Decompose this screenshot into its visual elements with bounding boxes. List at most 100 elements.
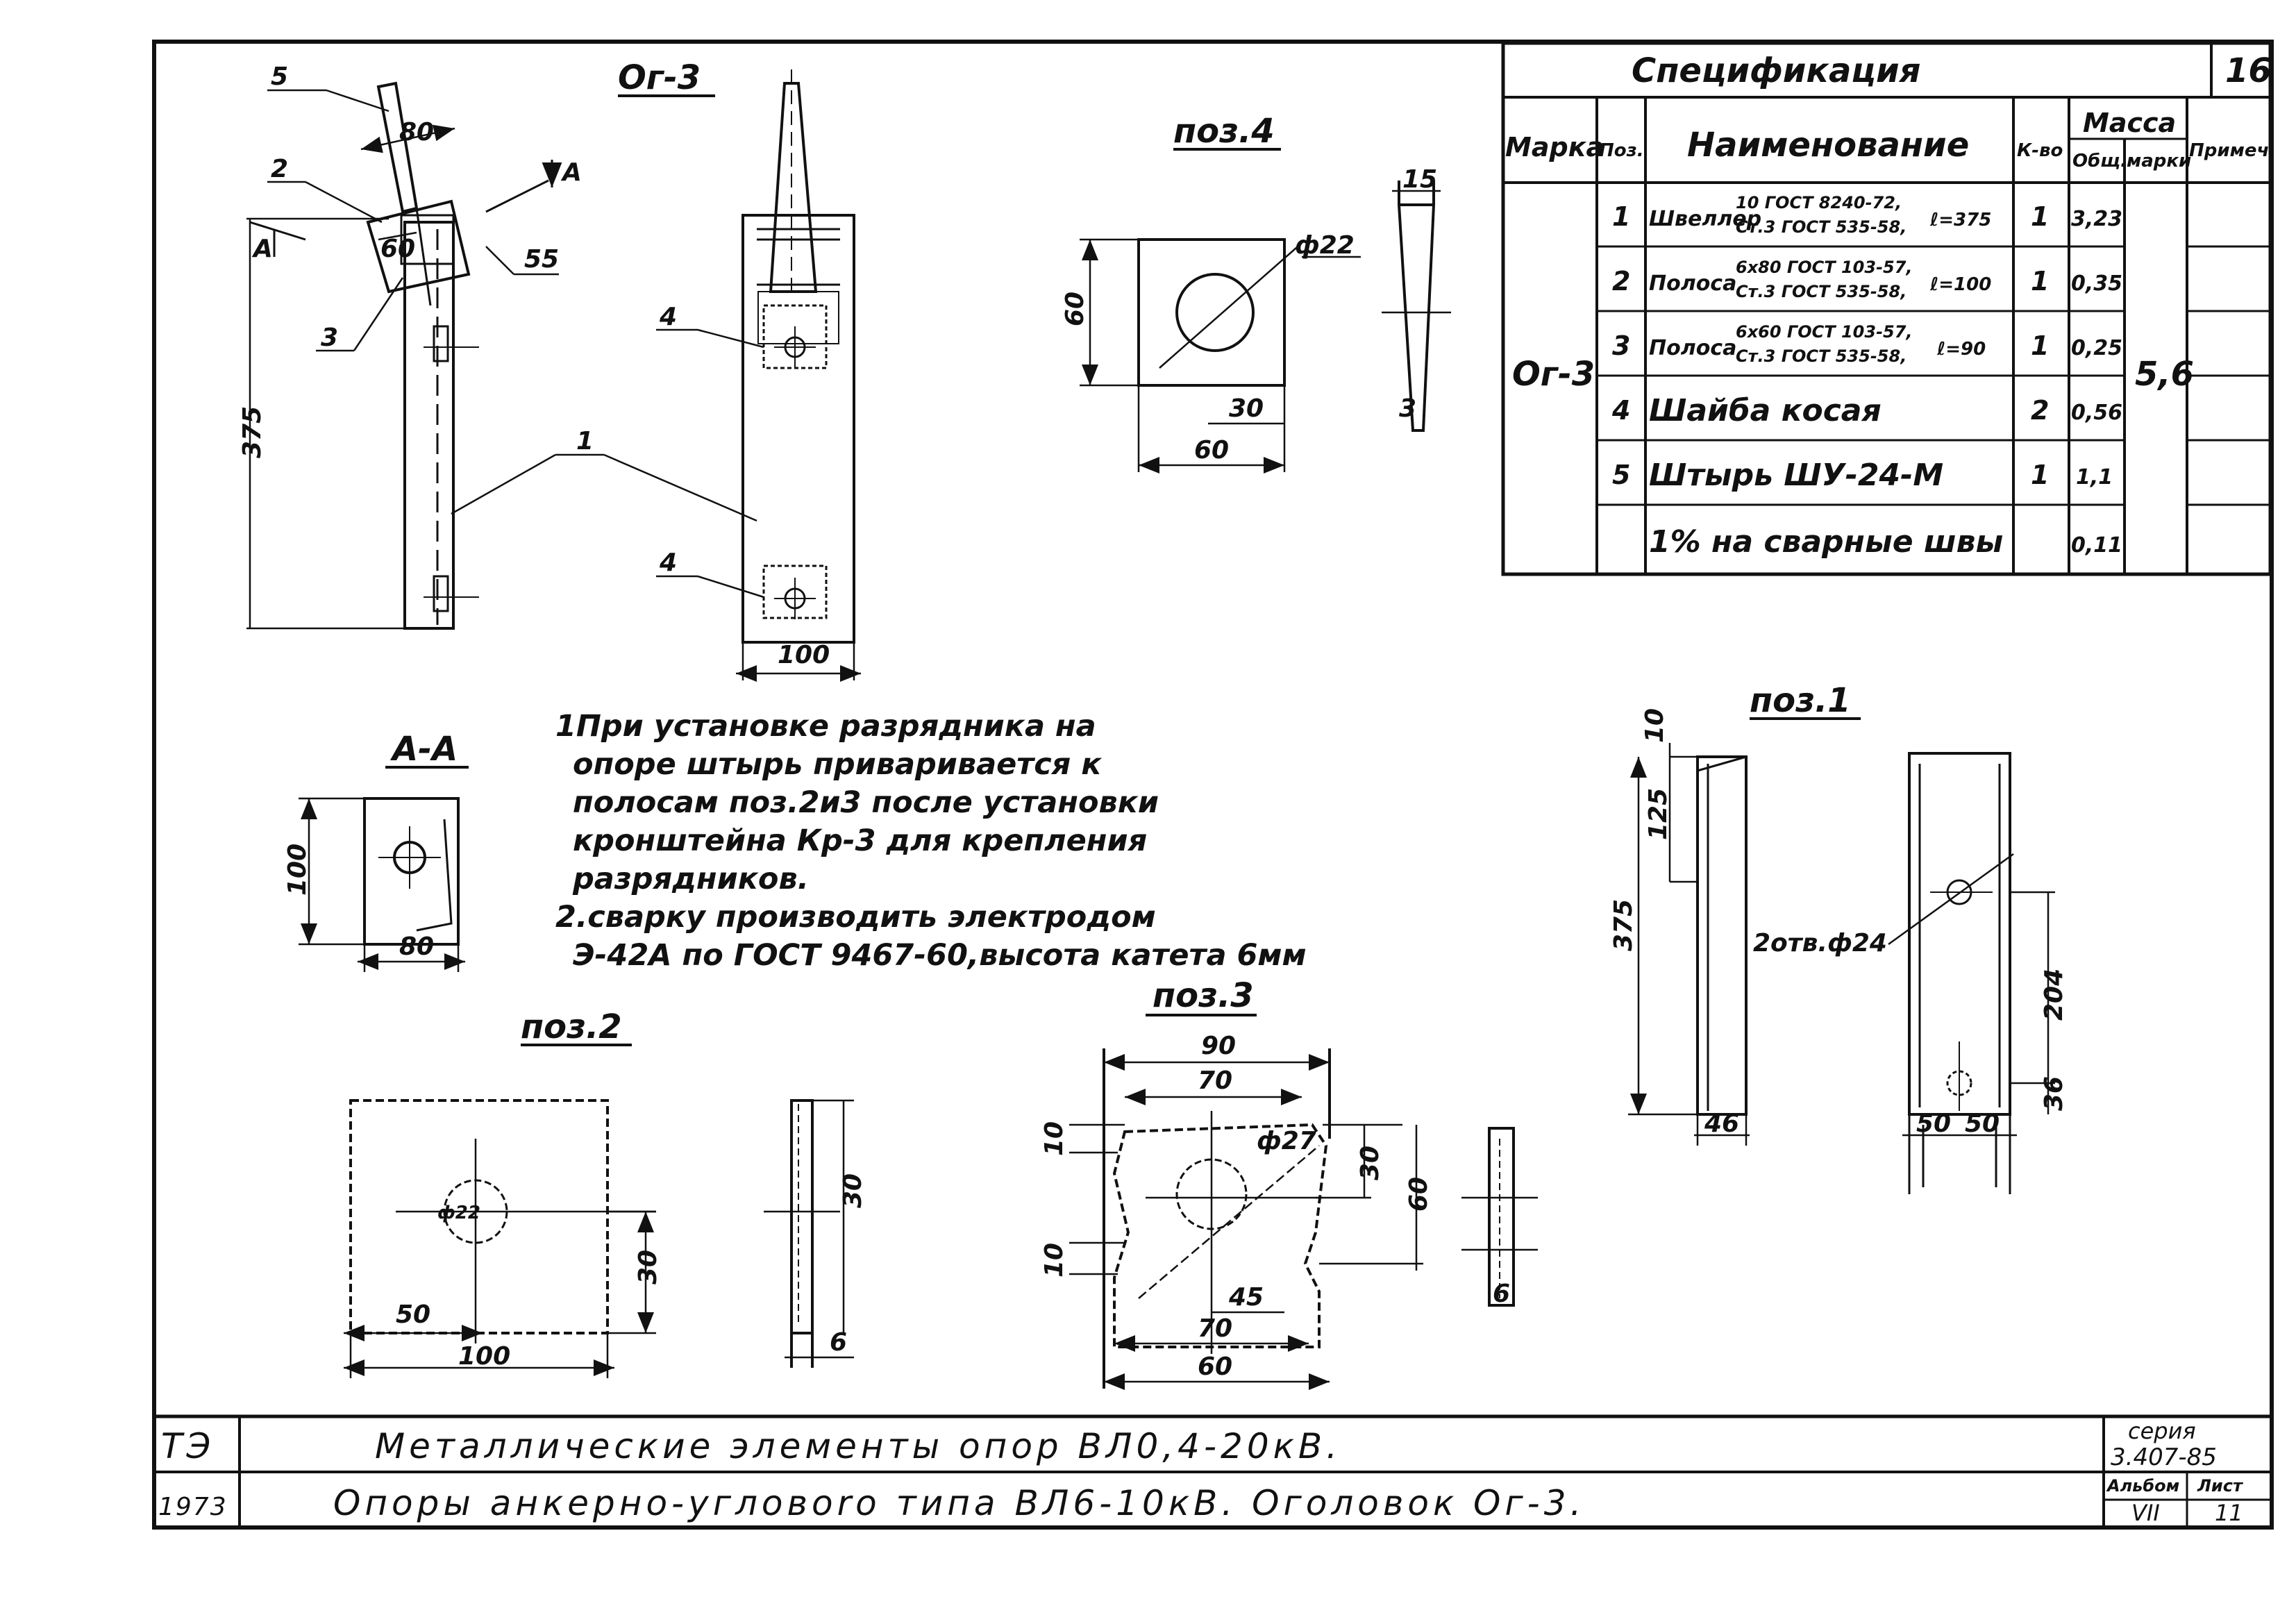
main-side-view xyxy=(249,81,562,630)
spec-table xyxy=(1501,41,2272,576)
dim-pos4-60-horizontal: 60 xyxy=(1194,436,1229,464)
dim-pos1-125: 125 xyxy=(1644,788,1673,840)
spec-title: Спецификация xyxy=(1632,51,1920,90)
spec-header-mass: Масса xyxy=(2083,108,2176,138)
dim-pos4-60-vertical: 60 xyxy=(1061,292,1089,326)
spec-header-qty: К-во xyxy=(2017,140,2063,161)
dim-pos1-204: 204 xyxy=(2040,969,2068,1021)
dim-pos2-6: 6 xyxy=(830,1328,847,1357)
pos4-title: поз.4 xyxy=(1173,112,1275,151)
note-line: 1При установке разрядника на xyxy=(555,709,1096,744)
spec-row-spec-bottom: Ст.3 ГОСТ 535-58, xyxy=(1736,217,1907,237)
dim-pos4-phi22: ф22 xyxy=(1295,231,1355,260)
pos2-view xyxy=(344,1099,854,1378)
dim-pos1-hole: 2отв.ф24 xyxy=(1753,929,1887,957)
pos1-title: поз.1 xyxy=(1750,681,1851,720)
dim-main-375: 375 xyxy=(238,406,267,458)
dim-pos3-70-top: 70 xyxy=(1198,1066,1232,1095)
dim-pos1-46: 46 xyxy=(1704,1110,1739,1138)
spec-row: 3 Полоса 6х60 ГОСТ 103-57, Ст.3 ГОСТ 535… xyxy=(1612,322,2122,366)
cut-letter-left: А xyxy=(251,235,273,263)
stamp-series-label: серия xyxy=(2128,1418,2196,1444)
pos2-labels: поз.2 ф22 30 50 100 30 6 xyxy=(396,1007,867,1371)
note-line: опоре штырь приваривается к xyxy=(573,747,1103,782)
dim-pos2-30-side: 30 xyxy=(839,1173,867,1208)
spec-row-spec-bottom: Ст.3 ГОСТ 535-58, xyxy=(1736,346,1907,366)
callout-4-bottom: 4 xyxy=(659,549,677,577)
spec-row-qty: 1 xyxy=(2031,201,2049,232)
spec-row-poz: 2 xyxy=(1612,266,1630,296)
dim-pos1-36: 36 xyxy=(2040,1076,2068,1111)
spec-sheet-number: 16 xyxy=(2225,51,2272,90)
spec-row-name: Шайба косая xyxy=(1649,393,1882,428)
dim-pos2-50: 50 xyxy=(396,1300,430,1329)
stamp-sheet-value: 11 xyxy=(2215,1500,2243,1526)
spec-row-name: Полоса xyxy=(1649,336,1736,360)
dim-main-60: 60 xyxy=(380,235,415,263)
pos3-labels: поз.3 90 70 10 ф27 30 60 10 45 70 60 6 xyxy=(1040,976,1510,1381)
dim-pos2-30-vertical: 30 xyxy=(634,1250,662,1284)
dim-pos1-50-left: 50 xyxy=(1916,1110,1951,1138)
dim-pos3-60-horizontal: 60 xyxy=(1198,1353,1232,1381)
spec-header-poz: Поз. xyxy=(1599,140,1644,161)
spec-row-poz: 1 xyxy=(1612,201,1630,232)
dim-main-55: 55 xyxy=(524,245,559,274)
spec-row-name: Штырь ШУ-24-М xyxy=(1649,458,1943,493)
dim-pos4-15: 15 xyxy=(1402,165,1437,194)
section-aa-view xyxy=(299,797,465,972)
spec-row-mass: 1,1 xyxy=(2076,465,2113,489)
spec-table-text: Спецификация 16 Марка Поз. Наименование … xyxy=(1505,51,2276,560)
spec-header-note: Примеч. xyxy=(2189,140,2276,161)
dim-pos3-70-bottom: 70 xyxy=(1198,1314,1232,1343)
cut-letter-right: А xyxy=(560,158,582,187)
spec-row-name: 1% на сварные швы xyxy=(1649,524,2003,560)
note-line: кронштейна Кр-3 для крепления xyxy=(573,823,1147,858)
dim-pos2-phi22: ф22 xyxy=(437,1203,480,1223)
callout-3: 3 xyxy=(321,324,338,352)
section-aa-labels: А-А 100 80 xyxy=(283,730,469,961)
spec-header-marka: Марка xyxy=(1505,132,1604,162)
dim-pos3-phi27: ф27 xyxy=(1257,1127,1316,1155)
dim-pos1-375: 375 xyxy=(1609,899,1638,951)
stamp-org: ТЭ xyxy=(161,1426,215,1466)
spec-row: 5 Штырь ШУ-24-М 1 1,1 xyxy=(1612,458,2113,493)
spec-header-name: Наименование xyxy=(1687,126,1969,165)
spec-marka-value: Ог-3 xyxy=(1512,355,1595,394)
dim-main-80: 80 xyxy=(399,118,434,147)
stamp-album-label: Альбом xyxy=(2106,1476,2179,1496)
pos3-view xyxy=(1069,1048,1538,1390)
main-front-labels: 100 4 4 xyxy=(659,303,830,669)
pos1-front-view xyxy=(1888,752,2055,1194)
section-aa-title: А-А xyxy=(389,730,458,769)
main-view-title: Ог-3 xyxy=(618,58,701,97)
spec-row: 2 Полоса 6х80 ГОСТ 103-57, Ст.3 ГОСТ 535… xyxy=(1612,258,2122,301)
dim-pos3-45: 45 xyxy=(1228,1283,1264,1312)
stamp-line1: Металлические элементы опор ВЛ0,4-20кВ. xyxy=(375,1426,1341,1466)
spec-row-qty: 1 xyxy=(2031,266,2049,296)
dim-pos3-10-bottom: 10 xyxy=(1040,1243,1069,1278)
callout-4-top: 4 xyxy=(659,303,677,331)
spec-row-poz: 3 xyxy=(1612,330,1630,361)
stamp-series-value: 3.407-85 xyxy=(2111,1443,2217,1471)
pos1-labels: поз.1 10 125 375 2отв.ф24 204 36 46 50 5… xyxy=(1609,681,2068,1138)
spec-row-mass: 0,56 xyxy=(2071,401,2122,425)
stamp-year: 1973 xyxy=(158,1493,228,1521)
dim-pos1-50-right: 50 xyxy=(1965,1110,2000,1138)
stamp-line2: Опоры анкерно-угловоrо типа ВЛ6-10кВ. Ог… xyxy=(333,1483,1585,1523)
pos1-side-view xyxy=(1628,743,1750,1146)
dim-pos2-100: 100 xyxy=(458,1342,510,1371)
spec-row-length: ℓ=100 xyxy=(1929,274,1991,295)
note-line: Э-42А по ГОСТ 9467-60,высота катета 6мм xyxy=(573,938,1307,973)
notes-block: 1При установке разрядника на опоре штырь… xyxy=(555,709,1307,973)
dim-pos3-6: 6 xyxy=(1493,1280,1510,1308)
spec-row-qty: 2 xyxy=(2031,395,2049,426)
spec-row-qty: 1 xyxy=(2031,330,2049,361)
dim-pos3-90: 90 xyxy=(1201,1032,1236,1060)
dim-aa-80: 80 xyxy=(399,932,434,961)
stamp-sheet-label: Лист xyxy=(2197,1476,2244,1496)
dim-pos3-10-top: 10 xyxy=(1040,1121,1069,1156)
dim-pos4-3: 3 xyxy=(1399,394,1416,423)
pos4-view xyxy=(1080,181,1451,474)
main-front-view xyxy=(656,69,861,682)
dim-pos3-60-vertical: 60 xyxy=(1405,1177,1433,1212)
